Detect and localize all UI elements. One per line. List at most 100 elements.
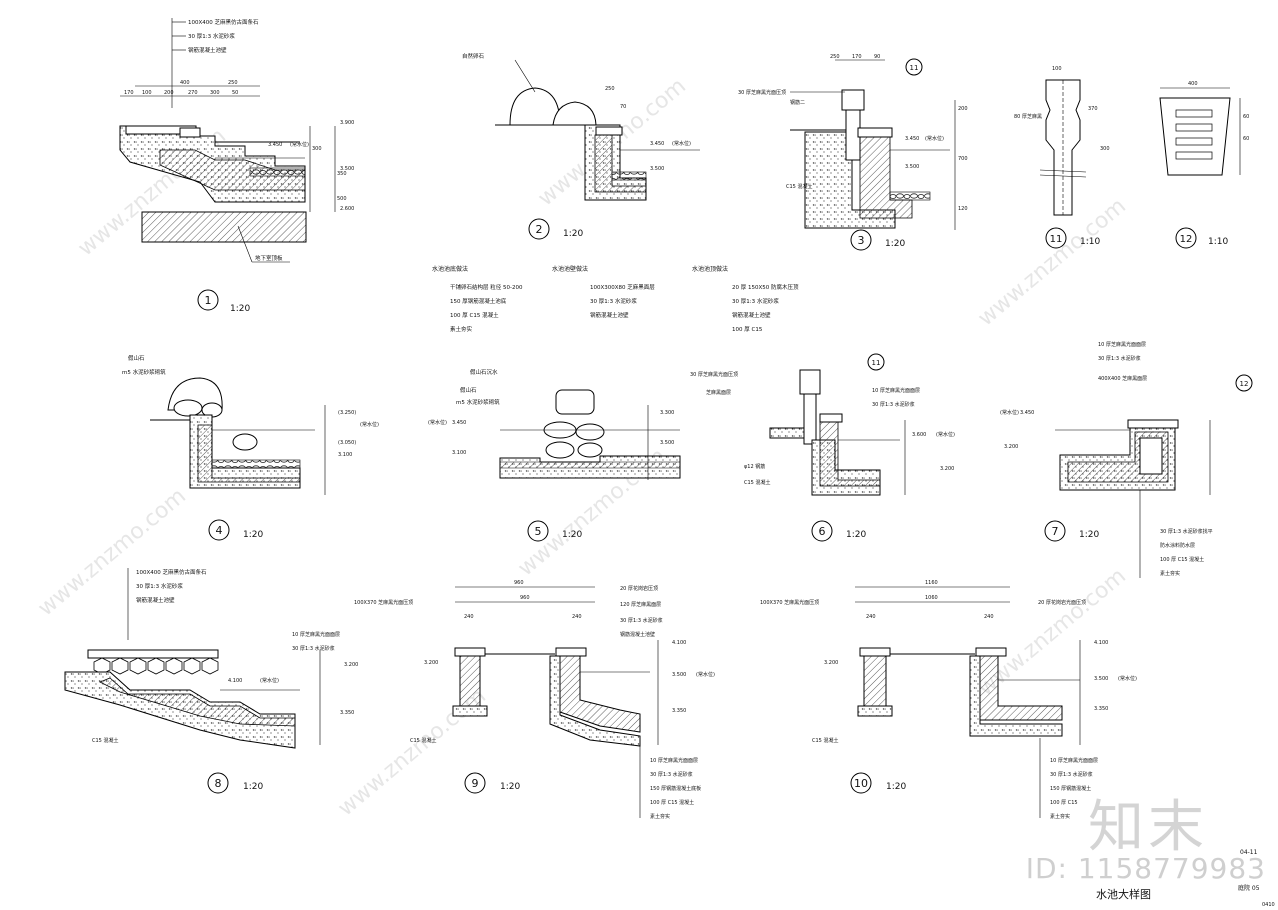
detail-10: 1160 1060 240 240 100X370 芝麻黑光面压顶 20 厚花岗… (760, 580, 1137, 820)
level-label: 3.200 (940, 466, 954, 472)
dim-label: 120 (958, 206, 968, 212)
callout-label: 假山石 (460, 386, 477, 394)
section-mark (1235, 374, 1253, 392)
level-label: 3.450 (650, 141, 664, 147)
level-label: 3.350 (672, 708, 686, 714)
dim-label: 170 (124, 90, 134, 96)
level-label: (3.050) (338, 440, 356, 446)
level-label: 4.100 (228, 678, 242, 684)
callout-label: 10 厚芝麻黑光面面层 (650, 757, 698, 764)
layer-label: 100X400 芝麻黑仿古面条石 (136, 568, 207, 576)
water-level-label: (常水位) (696, 671, 715, 678)
detail-number: 4 (216, 524, 223, 537)
layer-label: 100X400 芝麻黑仿古面条石 (188, 18, 259, 26)
legend-item: 30 厚1:3 水泥砂浆 (590, 297, 637, 305)
callout-label: 100X370 芝麻黑光面压顶 (760, 599, 819, 606)
callout-label: 芝麻黑面层 (706, 389, 731, 396)
detail-1: 100X400 芝麻黑仿古面条石 30 厚1:3 水泥砂浆 钢筋混凝土池壁 40… (119, 18, 354, 314)
water-level-label: (常水位) (428, 419, 447, 426)
dim-label: 200 (164, 90, 174, 96)
section-mark-number: 11 (872, 359, 881, 367)
detail-number-circle (1045, 227, 1067, 249)
page-number: 0410 (1262, 902, 1275, 908)
dim-label: 300 (210, 90, 220, 96)
callout-label: 120 厚芝麻黑面层 (620, 601, 661, 608)
layer-label: 30 厚1:3 水泥砂浆 (188, 32, 235, 40)
detail-scale: 1:20 (500, 782, 520, 792)
callout-label: 30 厚1:3 水泥砂浆 (1098, 355, 1141, 362)
callout-label: 150 厚钢筋混凝土底板 (650, 785, 701, 792)
callout-label: C15 混凝土 (744, 479, 770, 486)
callout-label: 地下室顶板 (255, 254, 283, 262)
level-label: (3.250) (338, 410, 356, 416)
callout-label: 素土夯实 (1050, 813, 1070, 820)
section-mark-number: 11 (910, 64, 919, 72)
dim-label: 250 (228, 80, 238, 86)
level-label: 4.100 (1094, 640, 1108, 646)
dim-label: 350 (337, 171, 347, 177)
level-label: 3.500 (660, 440, 674, 446)
callout-label: C15 混凝土 (92, 737, 118, 744)
watermark-brand: 知末 (1088, 795, 1208, 860)
detail-scale: 1:20 (1079, 530, 1099, 540)
detail-number-circle (207, 772, 229, 794)
project-name: 庭院 05 (1238, 884, 1260, 892)
detail-9: 960 960 240 240 100X370 芝麻黑光面压顶 20 厚花岗岩压… (354, 580, 715, 820)
level-label: 3.300 (660, 410, 674, 416)
level-label: 3.200 (1004, 444, 1018, 450)
detail-number: 9 (472, 777, 479, 790)
callout-label: C15 混凝土 (812, 737, 838, 744)
level-label: 3.450 (452, 420, 466, 426)
level-label: 3.450 (905, 136, 919, 142)
legend-item: 素土夯实 (450, 325, 473, 333)
dim-label: 960 (520, 595, 530, 601)
level-label: 3.200 (824, 660, 838, 666)
callout-label: m5 水泥砂浆砌筑 (456, 398, 500, 406)
dim-label: 60 (1243, 114, 1249, 120)
callout-label: 100 厚 C15 混凝土 (650, 799, 694, 806)
callout-label: C15 混凝土 (786, 183, 812, 190)
material-legends: 水池池底做法 干铺卵石结构层 粒径 50-200 150 厚钢筋混凝土池底 10… (432, 265, 799, 333)
callout-label: 30 厚1:3 水泥砂浆找平 (1160, 528, 1213, 535)
dim-label: 240 (572, 614, 582, 620)
level-label: 3.500 (340, 166, 354, 172)
detail-number: 6 (819, 525, 826, 538)
water-level-label: (常水位) (936, 431, 955, 438)
dim-label: 240 (464, 614, 474, 620)
callout-label: 30 厚芝麻黑光面压顶 (738, 89, 786, 96)
water-level-label: (常水位) (260, 677, 279, 684)
dim-label: 270 (188, 90, 198, 96)
dim-label: 100 (142, 90, 152, 96)
detail-scale: 1:20 (230, 304, 250, 314)
level-label: 3.500 (672, 672, 686, 678)
callout-label: 10 厚芝麻黑光面面层 (1050, 757, 1098, 764)
dim-label: 500 (337, 196, 347, 202)
layer-label: 30 厚1:3 水泥砂浆 (136, 582, 183, 590)
level-label: 3.600 (912, 432, 926, 438)
callout-label: 20 厚花岗岩光面压顶 (1038, 599, 1086, 606)
level-label: 3.100 (338, 452, 352, 458)
dim-label: 1160 (925, 580, 938, 586)
title-block: 水池大样图 04-11 庭院 05 0410 (1096, 849, 1275, 908)
dim-label: 300 (312, 146, 322, 152)
detail-scale: 1:20 (563, 229, 583, 239)
level-label: 3.200 (344, 662, 358, 668)
level-label: 2.600 (340, 206, 354, 212)
detail-number: 12 (1180, 234, 1193, 245)
detail-number-circle (527, 520, 549, 542)
callout-label: 100X370 芝麻黑光面压顶 (354, 599, 413, 606)
water-level-label: (常水位) (1000, 409, 1019, 416)
legend-item: 150 厚钢筋混凝土池底 (450, 297, 507, 305)
section-mark (867, 353, 885, 371)
callout-label: 20 厚花岗岩压顶 (620, 585, 658, 592)
dim-label: 240 (866, 614, 876, 620)
callout-label: 100 厚 C15 (1050, 800, 1078, 806)
detail-scale: 1:20 (846, 530, 866, 540)
detail-6: 11 30 厚芝麻黑光面压顶 芝麻黑面层 φ12 钢筋 C15 混凝土 10 厚… (690, 353, 955, 542)
detail-number: 10 (854, 777, 868, 790)
water-level-label: (常水位) (925, 135, 944, 142)
dim-label: 90 (874, 54, 880, 60)
dim-label: 200 (958, 106, 968, 112)
legend-item: 20 厚 150X50 防腐木压顶 (732, 283, 799, 291)
